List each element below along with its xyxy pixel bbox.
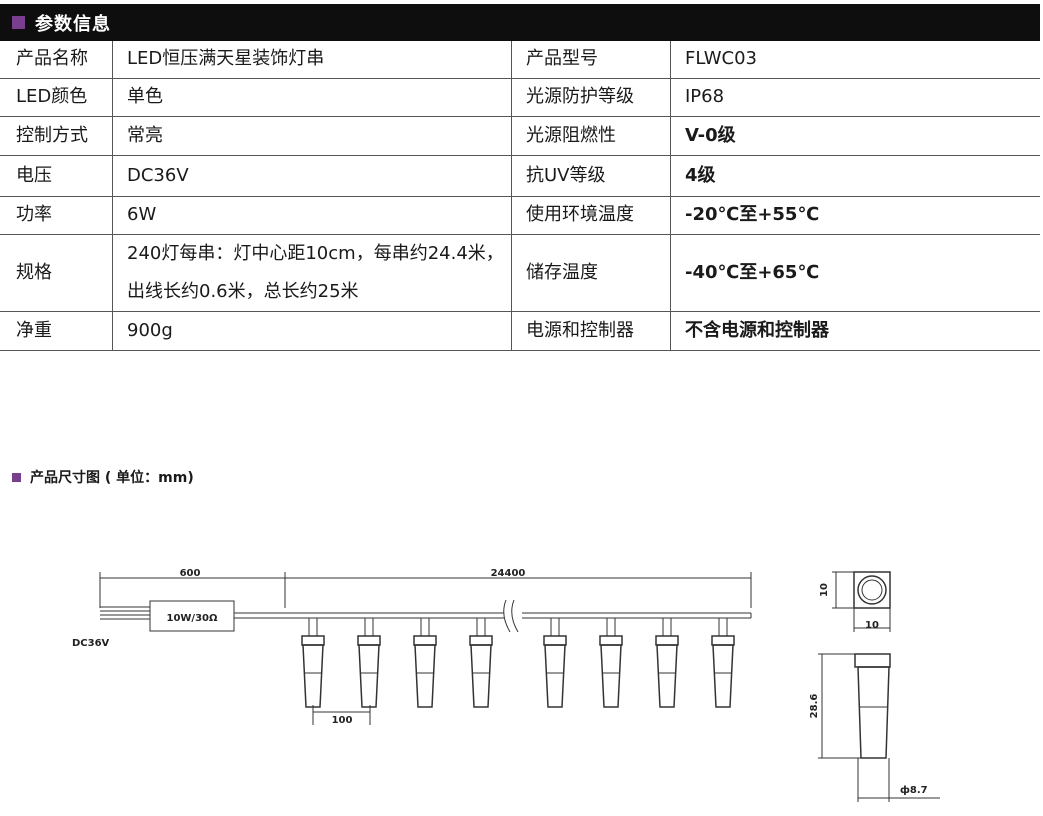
label-spacing: 100 [332,715,353,726]
header-accent-square [12,16,25,29]
label-diameter: ф8.7 [900,784,928,796]
bulb-cap [469,635,493,646]
bulb-body [544,644,566,708]
label-top-width: 10 [865,620,879,631]
bulb-cap [413,635,437,646]
param-value: FLWC03 [670,41,1040,79]
bulb [301,618,325,708]
bulb-body [414,644,436,708]
param-value: 4级 [670,155,1040,197]
param-label: 规格 [0,234,113,312]
bulb-body [656,644,678,708]
param-value: V-0级 [670,116,1040,156]
table-row: 电压 DC36V 抗UV等级 4级 [0,155,1040,197]
param-label: 电压 [0,155,113,197]
label-top-height: 10 [819,583,830,597]
table-row: 控制方式 常亮 光源阻燃性 V-0级 [0,116,1040,156]
bulb-cap [543,635,567,646]
bulb [711,618,735,708]
side-view [818,653,940,802]
param-label: 产品型号 [511,41,671,79]
bulb [543,618,567,708]
param-label: 净重 [0,311,113,351]
param-label: LED颜色 [0,78,113,117]
param-label: 光源阻燃性 [511,116,671,156]
param-label: 使用环境温度 [511,196,671,235]
bulb [413,618,437,708]
param-value: -40℃至+65℃ [670,234,1040,312]
param-value: 常亮 [112,116,512,156]
bulb-body [600,644,622,708]
side-view-body [857,666,890,759]
top-view-outer-circle [857,575,887,605]
param-header-title: 参数信息 [35,13,111,35]
controller-box [149,600,235,632]
label-side-height: 28.6 [809,694,820,719]
top-view-inner-circle [861,579,883,601]
top-view-square [853,571,891,609]
bulb-body [302,644,324,708]
param-value: 6W [112,196,512,235]
bulb-cap [711,635,735,646]
dimension-heading: 产品尺寸图 ( 单位：mm) [12,467,194,487]
param-label: 电源和控制器 [511,311,671,351]
label-string-length: 24400 [491,568,526,579]
label-input-voltage: DC36V [72,638,110,649]
table-row: LED颜色 单色 光源防护等级 IP68 [0,78,1040,117]
param-value: -20℃至+55℃ [670,196,1040,235]
table-row: 规格 240灯每串：灯中心距10cm，每串约24.4米，出线长约0.6米，总长约… [0,234,1040,312]
bulb [357,618,381,708]
bulb [469,618,493,708]
param-label: 功率 [0,196,113,235]
param-value: 240灯每串：灯中心距10cm，每串约24.4米，出线长约0.6米，总长约25米 [112,234,512,312]
param-label: 抗UV等级 [511,155,671,197]
top-view [832,571,891,632]
table-row: 功率 6W 使用环境温度 -20℃至+55℃ [0,196,1040,235]
break-mark [503,599,522,633]
bulb-body [712,644,734,708]
table-row: 净重 900g 电源和控制器 不含电源和控制器 [0,311,1040,351]
param-label: 光源防护等级 [511,78,671,117]
bulb-body [470,644,492,708]
label-controller: 10W/30Ω [166,613,218,624]
side-view-cap [854,653,891,668]
dimension-heading-text: 产品尺寸图 ( 单位：mm) [30,470,194,486]
bulb-cap [599,635,623,646]
param-table: 产品名称 LED恒压满天星装饰灯串 产品型号 FLWC03 LED颜色 单色 光… [0,41,1040,351]
bulb-body [358,644,380,708]
param-header-bar: 参数信息 [0,4,1040,41]
bulb-cap [357,635,381,646]
bulb-cap [655,635,679,646]
table-row: 产品名称 LED恒压满天星装饰灯串 产品型号 FLWC03 [0,41,1040,79]
label-lead-length: 600 [180,568,201,579]
heading-accent-square [12,472,21,482]
param-value: LED恒压满天星装饰灯串 [112,41,512,79]
param-value: DC36V [112,155,512,197]
param-label: 产品名称 [0,41,113,79]
bulb [655,618,679,708]
param-value: 不含电源和控制器 [670,311,1040,351]
param-value: 900g [112,311,512,351]
param-value: 单色 [112,78,512,117]
bulb-group [301,618,735,708]
param-label: 储存温度 [511,234,671,312]
bulb-cap [301,635,325,646]
bulb [599,618,623,708]
param-value: IP68 [670,78,1040,117]
param-label: 控制方式 [0,116,113,156]
